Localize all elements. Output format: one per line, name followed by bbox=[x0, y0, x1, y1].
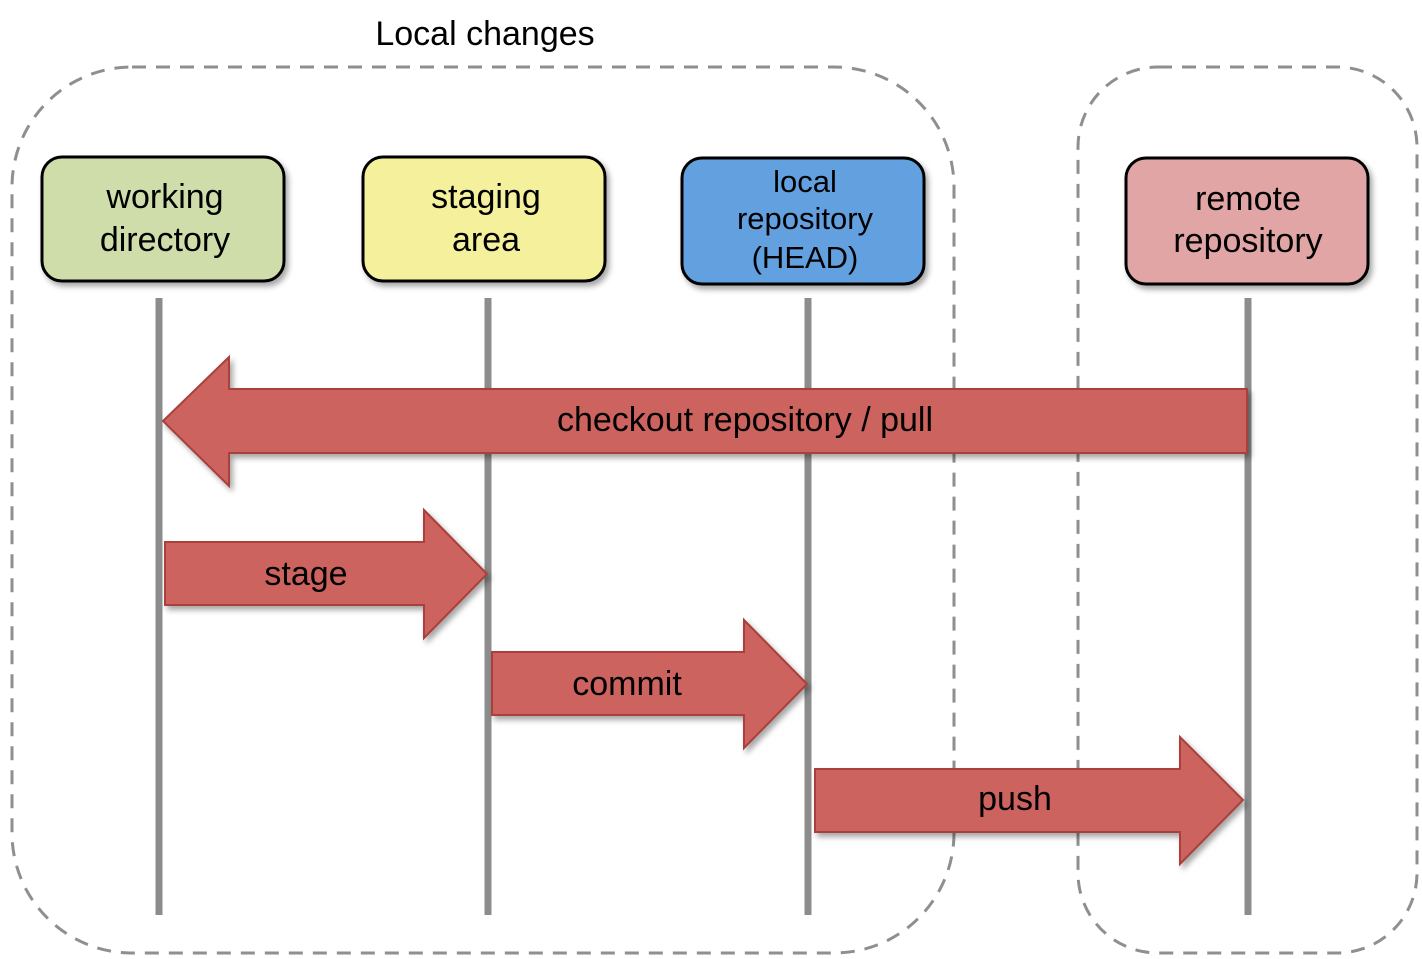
node-local-repository-line1: local bbox=[773, 164, 837, 199]
node-remote-repository-line2: repository bbox=[1173, 222, 1322, 260]
checkout-pull-arrow bbox=[161, 354, 1248, 489]
local-changes-label: Local changes bbox=[375, 15, 594, 53]
node-staging-area-line1: staging bbox=[431, 178, 541, 216]
node-local-repository bbox=[680, 156, 926, 286]
node-staging-area-line2: area bbox=[452, 221, 520, 259]
node-staging-area bbox=[361, 155, 607, 283]
push-label: push bbox=[978, 780, 1052, 818]
node-remote-repository-line1: remote bbox=[1195, 180, 1301, 218]
node-local-repository-line2: repository bbox=[737, 201, 874, 236]
node-local-repository-line3: (HEAD) bbox=[752, 240, 859, 275]
push-arrow bbox=[814, 734, 1245, 867]
commit-label: commit bbox=[572, 665, 682, 703]
node-remote-repository bbox=[1124, 156, 1370, 286]
node-working-directory bbox=[40, 155, 286, 283]
local-changes-group bbox=[10, 65, 956, 955]
commit-arrow bbox=[491, 617, 809, 751]
node-working-directory-line1: working bbox=[105, 178, 223, 216]
node-working-directory-line2: directory bbox=[100, 221, 230, 259]
stage-arrow bbox=[164, 507, 489, 641]
checkout-pull-label: checkout repository / pull bbox=[557, 401, 933, 439]
stage-label: stage bbox=[264, 555, 347, 593]
